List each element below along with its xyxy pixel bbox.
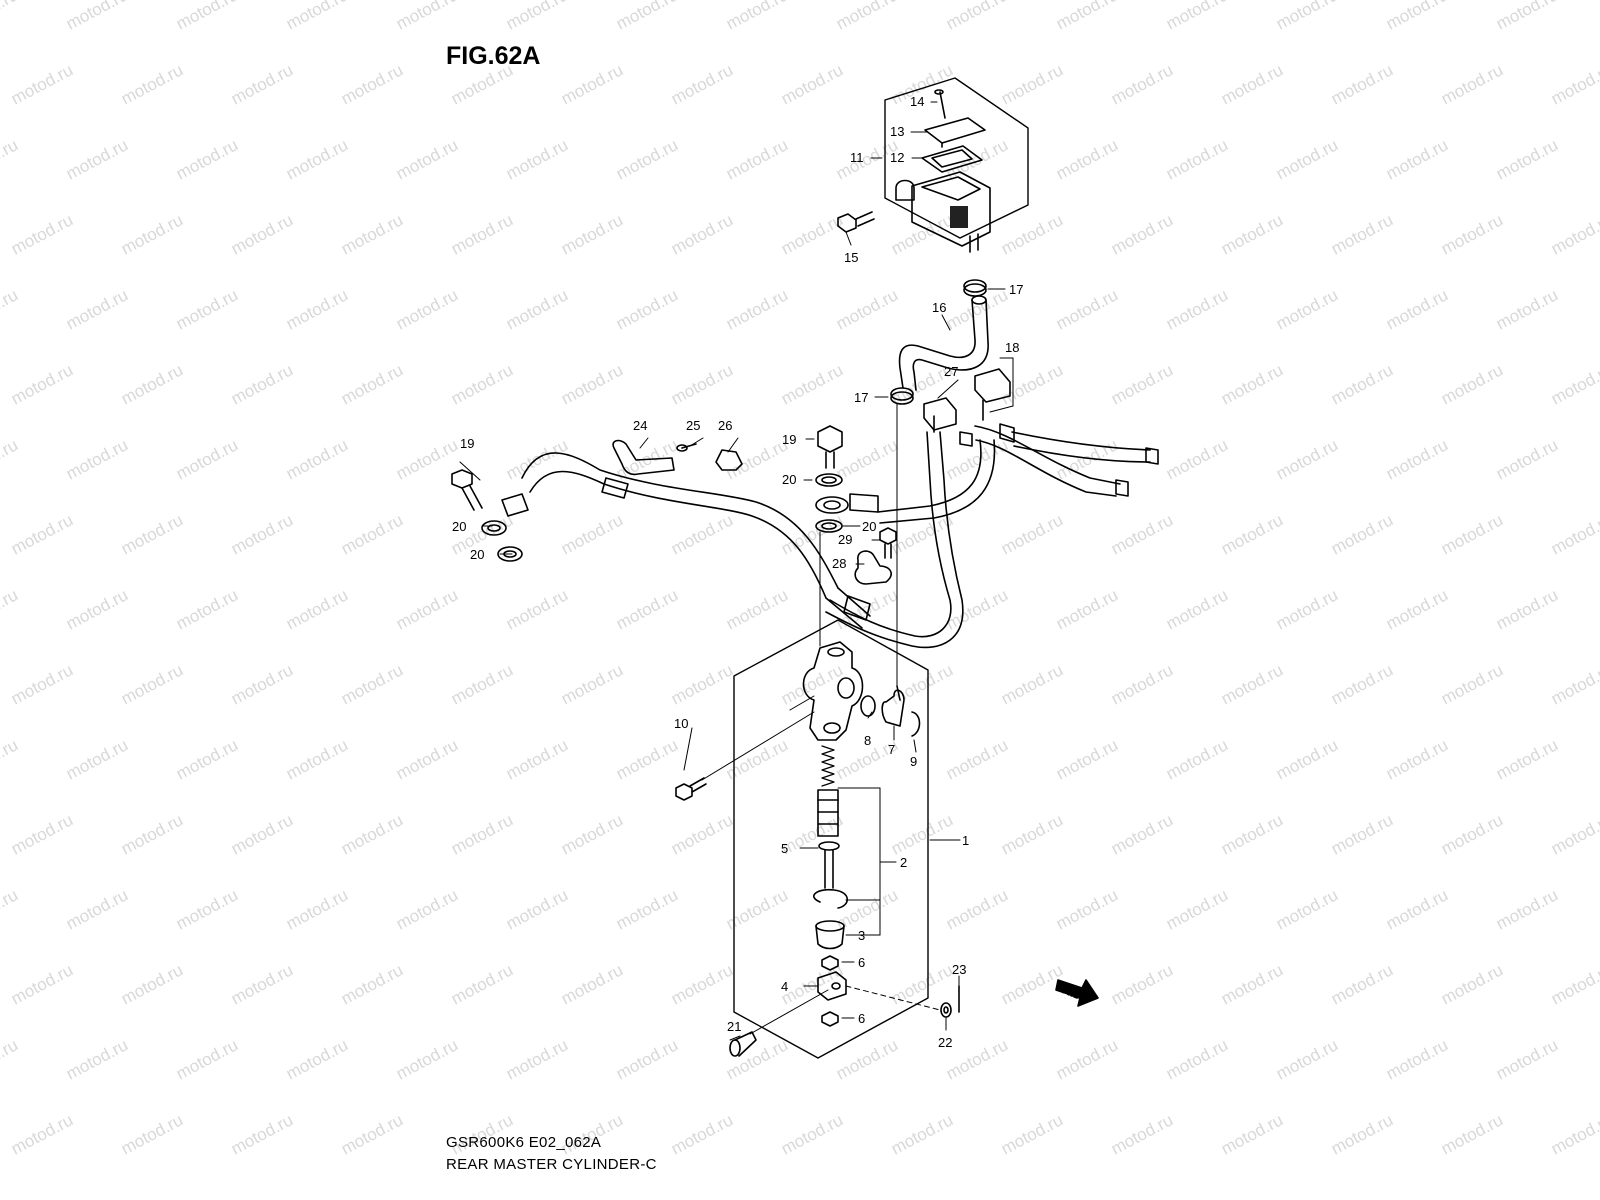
figure-code: GSR600K6 E02_062A [446, 1134, 602, 1151]
clamp-26-icon [715, 449, 743, 471]
callout-2: 2 [900, 855, 907, 870]
pin-21-icon [729, 1031, 757, 1057]
brake-pipe-fittings-icon [959, 423, 1159, 497]
brake-hose-upper-icon [877, 425, 1151, 524]
callout-4: 4 [781, 979, 788, 994]
reservoir-cap-13-icon [924, 117, 986, 148]
callout-8: 8 [864, 733, 871, 748]
callout-6b: 6 [858, 1011, 865, 1026]
reservoir-hose-16-icon [898, 295, 989, 391]
reservoir-box [884, 77, 1029, 239]
callout-16: 16 [932, 300, 946, 315]
banjo-fitting-icon [815, 496, 849, 514]
boot-3-icon [815, 920, 845, 950]
hose-holder-27-icon [923, 397, 957, 433]
leader-line-21 [749, 989, 829, 1035]
return-hose-icon [825, 431, 964, 649]
piston-icon [817, 789, 839, 837]
master-cylinder-body-icon [802, 641, 864, 741]
washer-20-left-upper-icon [481, 520, 507, 536]
callout-5: 5 [781, 841, 788, 856]
callout-17a: 17 [1009, 282, 1023, 297]
callout-11: 11 [850, 150, 864, 165]
callout-29: 29 [838, 532, 852, 547]
master-cylinder-box [733, 619, 929, 1059]
callout-21: 21 [727, 1019, 741, 1034]
callout-20a: 20 [452, 519, 466, 534]
callout-24: 24 [633, 418, 647, 433]
leader-line-22 [845, 985, 941, 1011]
callout-leaders [459, 101, 1014, 1041]
circlip-9-icon [911, 711, 921, 737]
callout-27: 27 [944, 364, 958, 379]
callout-labels: 1 2 3 4 5 6 6 7 8 9 10 11 12 13 14 15 16… [452, 94, 1023, 1050]
hose-clamp-17-top-icon [963, 279, 987, 297]
callout-28: 28 [832, 556, 846, 571]
callout-6a: 6 [858, 955, 865, 970]
clevis-4-icon [817, 971, 847, 1001]
callout-14: 14 [910, 94, 924, 109]
callout-25: 25 [686, 418, 700, 433]
screw-25-icon [676, 443, 697, 452]
callout-15: 15 [844, 250, 858, 265]
hose-fittings-icon [501, 477, 879, 621]
clamp-28-icon [854, 550, 892, 585]
bolt-10-icon [675, 777, 707, 801]
o-ring-8-icon [860, 695, 876, 717]
bracket-24-icon [612, 439, 675, 476]
callout-7: 7 [888, 742, 895, 757]
nut-6-upper-icon [821, 955, 839, 971]
banjo-bolt-19-center-icon [817, 425, 843, 469]
washer-20-center-upper-icon [815, 473, 843, 487]
callout-20b: 20 [470, 547, 484, 562]
connector-7-icon [881, 685, 905, 727]
callout-19b: 19 [782, 432, 796, 447]
callout-23: 23 [952, 962, 966, 977]
pushrod-5-icon [818, 841, 840, 889]
callout-18: 18 [1005, 340, 1019, 355]
bolt-15-icon [837, 211, 875, 233]
washer-20-center-lower-icon [815, 519, 843, 533]
banjo-bolt-19-left-icon [451, 469, 483, 511]
brake-hose-main-icon [521, 452, 871, 629]
spring-icon [821, 745, 835, 787]
callout-20c: 20 [782, 472, 796, 487]
circlip-icon [813, 888, 849, 909]
callout-20d: 20 [862, 519, 876, 534]
callout-22: 22 [938, 1035, 952, 1050]
callout-9: 9 [910, 754, 917, 769]
nut-6-lower-icon [821, 1011, 839, 1027]
leader-line-10 [701, 695, 815, 781]
hose-holder-18-icon [974, 368, 1011, 421]
callout-19a: 19 [460, 436, 474, 451]
callout-1: 1 [962, 833, 969, 848]
fwd-arrow-icon: FWD [1055, 979, 1099, 1007]
callout-12: 12 [890, 150, 904, 165]
callout-13: 13 [890, 124, 904, 139]
leader-lines [819, 403, 898, 687]
screw-14-icon [934, 89, 946, 119]
callout-26: 26 [718, 418, 732, 433]
callout-10: 10 [674, 716, 688, 731]
diaphragm-12-icon [921, 145, 983, 173]
reservoir-tank-icon [895, 171, 991, 253]
callout-17b: 17 [854, 390, 868, 405]
figure-title: FIG.62A [446, 42, 541, 70]
bolt-29-icon [879, 527, 897, 559]
figure-name: REAR MASTER CYLINDER-C [446, 1156, 657, 1173]
washer-22-icon [940, 1002, 952, 1018]
callout-3: 3 [858, 928, 865, 943]
hose-clamp-17-lower-icon [890, 387, 914, 405]
